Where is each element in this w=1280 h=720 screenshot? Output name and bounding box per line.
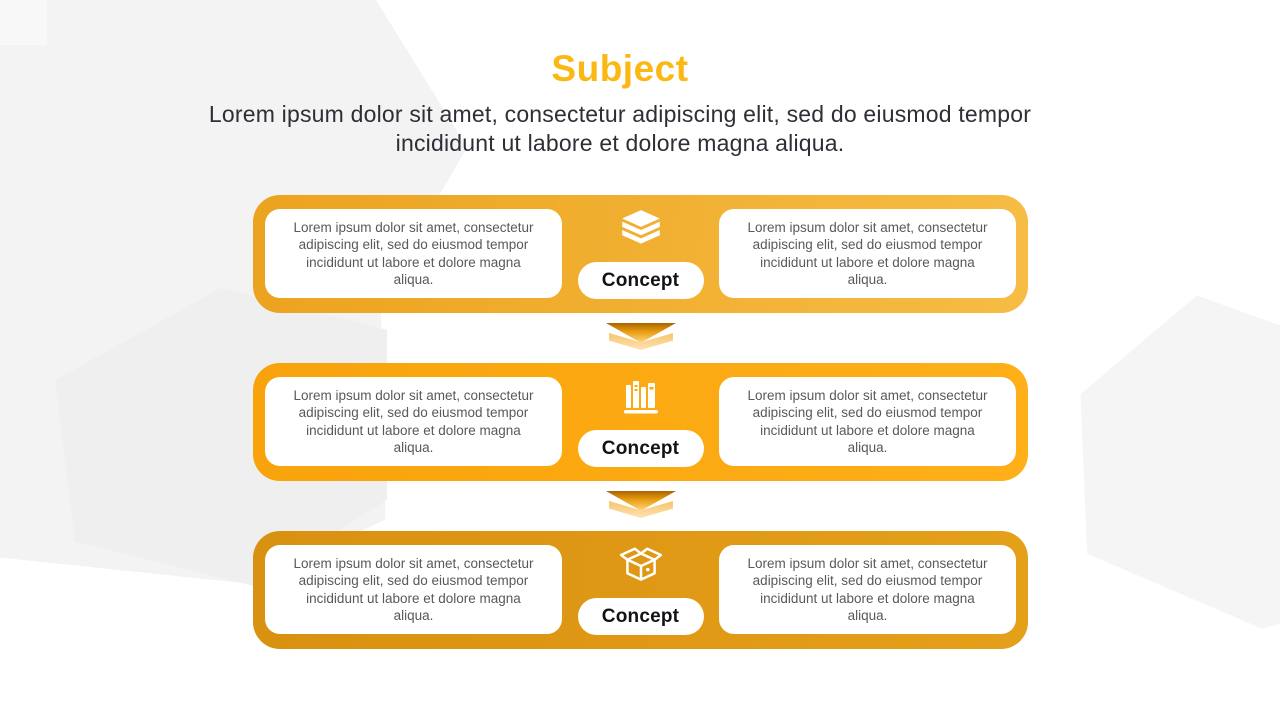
books-shelf-icon <box>619 374 663 422</box>
row-left-text: Lorem ipsum dolor sit amet, consectetur … <box>293 219 534 288</box>
row-right-textbox: Lorem ipsum dolor sit amet, consectetur … <box>719 209 1016 298</box>
concept-row-2: Lorem ipsum dolor sit amet, consectetur … <box>253 363 1028 481</box>
background-hexagon-right <box>1080 295 1280 629</box>
row-left-text: Lorem ipsum dolor sit amet, consectetur … <box>293 555 534 624</box>
row-left-textbox: Lorem ipsum dolor sit amet, consectetur … <box>265 209 562 298</box>
page-title: Subject <box>551 48 689 89</box>
books-stack-icon <box>618 206 664 254</box>
row-right-textbox: Lorem ipsum dolor sit amet, consectetur … <box>719 545 1016 634</box>
row-center-column: Concept <box>562 531 719 649</box>
concept-label: Concept <box>601 269 680 291</box>
package-box-icon <box>618 542 664 590</box>
concept-label-pill: Concept <box>577 598 704 635</box>
chevron-down-icon <box>606 491 676 519</box>
row-center-column: Concept <box>562 195 719 313</box>
row-right-text: Lorem ipsum dolor sit amet, consectetur … <box>747 387 988 456</box>
concept-label: Concept <box>601 437 680 459</box>
row-right-textbox: Lorem ipsum dolor sit amet, consectetur … <box>719 377 1016 466</box>
chevron-down-icon <box>606 323 676 351</box>
concept-row-3: Lorem ipsum dolor sit amet, consectetur … <box>253 531 1028 649</box>
concept-label-pill: Concept <box>577 430 704 467</box>
row-right-text: Lorem ipsum dolor sit amet, consectetur … <box>747 219 988 288</box>
slide-header: Subject Lorem ipsum dolor sit amet, cons… <box>170 48 1070 158</box>
concept-label-pill: Concept <box>577 262 704 299</box>
row-left-text: Lorem ipsum dolor sit amet, consectetur … <box>293 387 534 456</box>
background-corner-square <box>0 0 47 45</box>
page-subtitle: Lorem ipsum dolor sit amet, consectetur … <box>208 101 1032 156</box>
concept-row-1: Lorem ipsum dolor sit amet, consectetur … <box>253 195 1028 313</box>
concept-label: Concept <box>601 605 680 627</box>
row-left-textbox: Lorem ipsum dolor sit amet, consectetur … <box>265 545 562 634</box>
row-left-textbox: Lorem ipsum dolor sit amet, consectetur … <box>265 377 562 466</box>
row-right-text: Lorem ipsum dolor sit amet, consectetur … <box>747 555 988 624</box>
row-center-column: Concept <box>562 363 719 481</box>
